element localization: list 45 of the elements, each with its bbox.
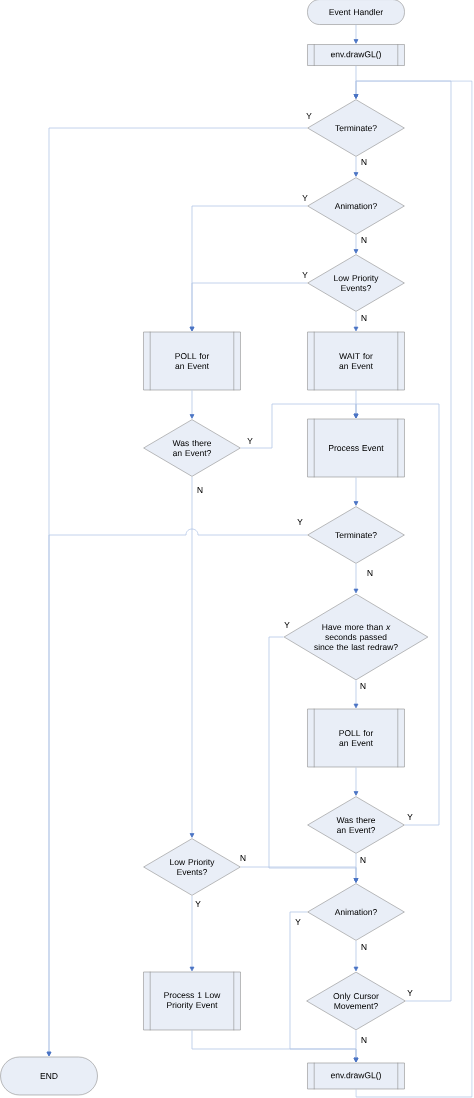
edge-label: N (359, 1036, 369, 1044)
arrow (353, 311, 359, 332)
edge-label: N (195, 486, 205, 494)
edge-label: Y (283, 621, 291, 629)
edge-label: N (359, 158, 369, 166)
arrow (353, 679, 359, 709)
process-box: env.drawGL() (307, 1062, 405, 1090)
edge-label: N (238, 854, 248, 862)
edge-label: Y (301, 271, 309, 279)
process-box: Process Event (307, 418, 405, 478)
arrow (353, 80, 473, 1098)
arrow (240, 866, 359, 883)
edge-label: N (359, 314, 369, 322)
edge-label: Y (406, 813, 414, 821)
arrow (353, 403, 440, 826)
arrow (189, 476, 195, 838)
arrow (353, 234, 359, 254)
edge-label: N (359, 943, 369, 951)
arrow (353, 766, 359, 796)
process-box: Process 1 Low Priority Event (143, 971, 241, 1031)
arrow (189, 389, 195, 419)
edge-label: Y (296, 518, 304, 526)
process-box: WAIT for an Event (307, 331, 405, 391)
process-box: env.drawGL() (307, 43, 405, 67)
edge-label: N (358, 682, 368, 690)
arrow (353, 24, 359, 44)
arrow (353, 476, 359, 506)
edge-label: N (359, 236, 369, 244)
edge-label: Y (305, 112, 313, 120)
edge-label: Y (301, 194, 309, 202)
edge-label: N (358, 856, 368, 864)
arrow (353, 563, 359, 594)
process-box: POLL for an Event (307, 708, 405, 768)
arrow (191, 1029, 359, 1063)
edge-label: N (365, 569, 375, 577)
process-box: POLL for an Event (143, 331, 241, 391)
edge-label: Y (246, 437, 254, 445)
arrow (353, 940, 359, 972)
edge-label: Y (194, 900, 202, 908)
edge-label: Y (294, 918, 302, 926)
arrow (353, 156, 359, 177)
edge-label: Y (406, 989, 414, 997)
arrow (189, 282, 308, 332)
arrow (189, 895, 195, 972)
arrow (46, 528, 308, 1057)
